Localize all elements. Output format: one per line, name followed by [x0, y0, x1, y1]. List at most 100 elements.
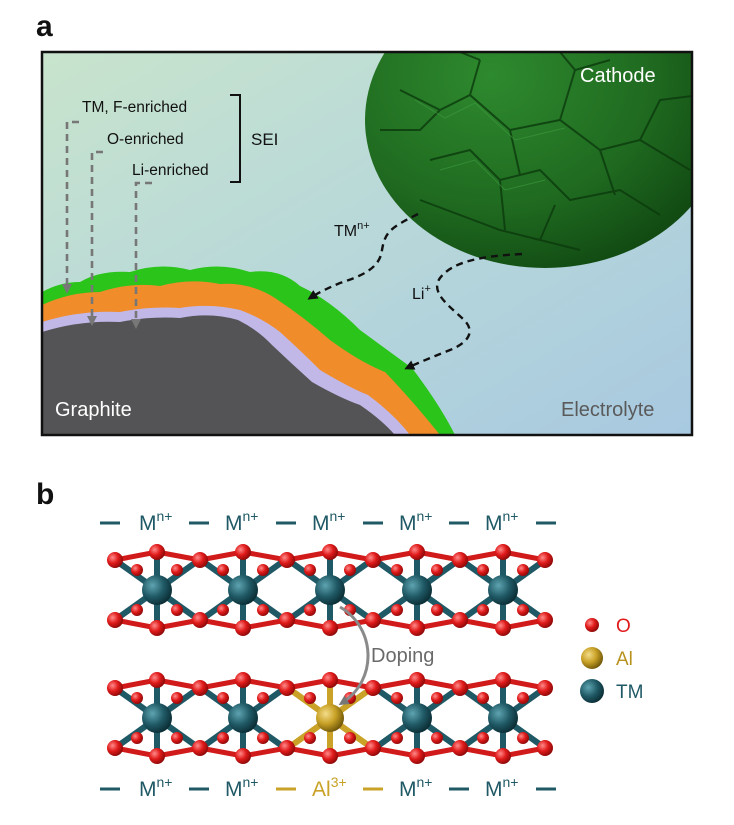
oxygen-atom: [257, 732, 269, 744]
tm-atom: [142, 703, 172, 733]
legend-al-label: Al: [616, 649, 633, 670]
electrolyte-label: Electrolyte: [561, 399, 654, 421]
top-cation-row: Mn+Mn+Mn+Mn+Mn+: [100, 508, 556, 535]
oxygen-atom: [477, 692, 489, 704]
oxygen-atom: [235, 672, 251, 688]
oxygen-atom: [537, 552, 553, 568]
oxygen-atom: [217, 564, 229, 576]
m-cation-label: Mn+: [399, 774, 432, 801]
oxygen-atom: [192, 612, 208, 628]
oxygen-atom: [495, 748, 511, 764]
oxygen-atom: [171, 564, 183, 576]
oxygen-atom: [495, 672, 511, 688]
m-cation-label: Mn+: [485, 774, 518, 801]
oxygen-atom: [322, 620, 338, 636]
bottom-cation-row: Mn+Mn+Al3+Mn+Mn+: [100, 774, 556, 801]
oxygen-atom: [235, 748, 251, 764]
m-cation-label: Mn+: [485, 508, 518, 535]
oxygen-atom: [107, 680, 123, 696]
oxygen-atom: [365, 740, 381, 756]
m-cation-label: Mn+: [139, 774, 172, 801]
doping-arrow: [338, 605, 370, 706]
tm-atom: [488, 575, 518, 605]
oxygen-atom: [391, 732, 403, 744]
oxygen-atom: [477, 564, 489, 576]
oxygen-atom: [192, 552, 208, 568]
oxygen-atom: [537, 680, 553, 696]
oxygen-atom: [344, 732, 356, 744]
oxygen-atom: [431, 604, 443, 616]
cathode-cracks: [380, 52, 692, 251]
sei-label-o: O-enriched: [107, 131, 184, 148]
oxygen-atom: [235, 620, 251, 636]
oxygen-atom: [431, 692, 443, 704]
oxygen-atom: [131, 692, 143, 704]
oxygen-atom: [517, 692, 529, 704]
oxygen-atom: [365, 552, 381, 568]
aluminum-atom: [316, 704, 344, 732]
oxygen-atom: [192, 740, 208, 756]
oxygen-atom: [304, 692, 316, 704]
oxygen-atom: [257, 604, 269, 616]
tm-atom: [142, 575, 172, 605]
oxygen-atom: [409, 544, 425, 560]
oxygen-atom: [171, 604, 183, 616]
li-migration-arrow: [404, 252, 523, 370]
oxygen-atom: [391, 604, 403, 616]
oxygen-atom: [322, 672, 338, 688]
legend-al-swatch: [581, 647, 603, 669]
m-cation-label: Mn+: [312, 508, 345, 535]
cathode-particle: [365, 52, 692, 268]
oxygen-atom: [409, 672, 425, 688]
oxygen-atom: [217, 732, 229, 744]
oxygen-atom: [304, 732, 316, 744]
oxygen-atom: [537, 612, 553, 628]
oxygen-atom: [107, 612, 123, 628]
tm-atom: [488, 703, 518, 733]
oxygen-atom: [131, 604, 143, 616]
oxygen-atom: [409, 748, 425, 764]
oxygen-atom: [452, 680, 468, 696]
oxygen-atom: [235, 544, 251, 560]
sei-label: SEI: [251, 130, 278, 149]
undoped-lattice: [107, 544, 553, 636]
legend-tm-swatch: [580, 679, 604, 703]
oxygen-atom: [517, 604, 529, 616]
panel-a-letter: a: [36, 10, 53, 43]
oxygen-atom: [279, 680, 295, 696]
oxygen-atom: [149, 748, 165, 764]
oxygen-atom: [257, 692, 269, 704]
legend-o-swatch: [585, 618, 599, 632]
oxygen-atom: [365, 680, 381, 696]
oxygen-atom: [409, 620, 425, 636]
oxygen-atom: [279, 552, 295, 568]
oxygen-atom: [171, 692, 183, 704]
tm-atom: [402, 703, 432, 733]
legend-tm-label: TM: [616, 682, 643, 703]
oxygen-atom: [217, 604, 229, 616]
oxygen-atom: [344, 564, 356, 576]
oxygen-atom: [477, 604, 489, 616]
cathode-label: Cathode: [580, 65, 656, 87]
panel-a-border: [40, 50, 694, 437]
oxygen-atom: [537, 740, 553, 756]
oxygen-atom: [171, 732, 183, 744]
graphite-label: Graphite: [55, 399, 132, 421]
panel-b-letter: b: [36, 478, 54, 511]
oxygen-atom: [257, 564, 269, 576]
sei-label-tm-f: TM, F-enriched: [82, 99, 187, 116]
oxygen-atom: [217, 692, 229, 704]
oxygen-atom: [149, 672, 165, 688]
oxygen-atom: [391, 692, 403, 704]
oxygen-atom: [304, 564, 316, 576]
oxygen-atom: [279, 740, 295, 756]
m-cation-label: Mn+: [139, 508, 172, 535]
m-cation-label: Mn+: [399, 508, 432, 535]
oxygen-atom: [149, 620, 165, 636]
legend-o-label: O: [616, 616, 631, 637]
oxygen-atom: [279, 612, 295, 628]
tm-atom: [315, 575, 345, 605]
legend: O Al TM: [580, 616, 643, 703]
oxygen-atom: [131, 564, 143, 576]
oxygen-atom: [452, 612, 468, 628]
